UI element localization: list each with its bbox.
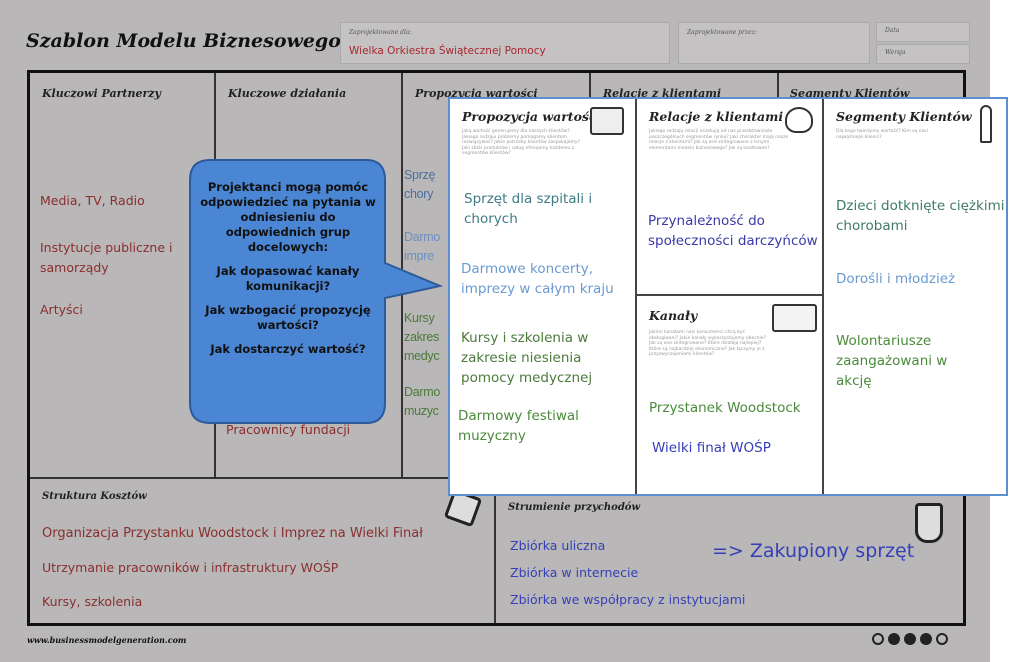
value-item-bg: muzyc — [404, 404, 439, 418]
callout-line: Projektanci mogą pomóc odpowiedzieć na p… — [200, 180, 376, 254]
designed-by-box: Zaprojektowane przez: — [678, 22, 870, 64]
designed-by-label: Zaprojektowane przez: — [687, 29, 757, 36]
value-item-bg: Sprzę — [404, 168, 436, 182]
revenue-result: => Zakupiony sprzęt — [712, 540, 915, 562]
segments-title-bg: Segmenty Klientów — [790, 87, 910, 100]
value-item-bg: Kursy — [404, 311, 435, 325]
relation-item: Przynależność do społeczności darczyńców — [648, 213, 818, 249]
truck-icon — [772, 304, 817, 332]
segments-title: Segmenty Klientów — [836, 109, 972, 124]
value-prop-title: Propozycja wartości — [462, 109, 602, 124]
key-activities-title: Kluczowe działania — [228, 87, 347, 100]
value-prop-title-bg: Propozycja wartości — [415, 87, 538, 100]
version-label: Wersja — [885, 49, 906, 56]
callout-line: Jak dopasować kanały komunikacji? — [216, 264, 360, 293]
relations-title-bg: Relacje z klientami — [603, 87, 722, 100]
customer-segments-block: Segmenty Klientów Dla kogo tworzymy wart… — [824, 99, 1006, 494]
customer-relationships-block: Relacje z klientami Jakiego rodzaju rela… — [637, 99, 822, 296]
partner-item: Media, TV, Radio — [40, 193, 145, 208]
footer-url: www.businessmodelgeneration.com — [27, 635, 187, 645]
zoomed-canvas-panel: Propozycja wartości Jaką wartość generuj… — [448, 97, 1008, 496]
value-item-bg: Darmo — [404, 230, 441, 244]
cost-structure-title: Struktura Kosztów — [42, 491, 147, 502]
callout-line: Jak wzbogacić propozycję wartości? — [205, 303, 371, 332]
money-bag-icon — [915, 503, 943, 543]
revenue-item: Zbiórka uliczna — [510, 538, 606, 553]
relations-title: Relacje z klientami — [649, 109, 784, 124]
value-item: Darmowy festiwal muzyczny — [458, 408, 579, 444]
activity-item: Pracownicy fundacji — [226, 422, 351, 437]
key-partners-title: Kluczowi Partnerzy — [42, 87, 161, 100]
value-item-bg: Darmo — [404, 385, 441, 399]
segment-item: Dorośli i młodzież — [836, 271, 956, 287]
partner-item: Instytucje publiczne i samorządy — [40, 240, 173, 275]
callout-line: Jak dostarczyć wartość? — [210, 342, 366, 356]
value-item: Kursy i szkolenia w zakresie niesienia p… — [461, 330, 593, 386]
date-box: Data — [876, 22, 970, 42]
guide-questions: Jakiego rodzaju relacji oczekują od nas … — [649, 129, 789, 151]
cost-item: Utrzymanie pracowników i infrastruktury … — [42, 560, 339, 575]
guide-questions: Jakimi kanałami nasi konsumenci chcą być… — [649, 330, 766, 357]
guide-questions: Dla kogo tworzymy wartość? Kim są nasi n… — [836, 129, 928, 140]
page-title: Szablon Modelu Biznesowego — [26, 30, 341, 52]
value-item: Darmowe koncerty, imprezy w całym kraju — [461, 261, 614, 297]
designed-for-value: Wielka Orkiestra Świątecznej Pomocy — [349, 45, 546, 57]
channel-item: Wielki finał WOŚP — [652, 440, 771, 456]
callout-text: Projektanci mogą pomóc odpowiedzieć na p… — [198, 180, 378, 366]
designed-for-box: Zaprojektowane dla: Wielka Orkiestra Świ… — [340, 22, 670, 64]
middle-column: Relacje z klientami Jakiego rodzaju rela… — [637, 99, 824, 494]
cost-item: Organizacja Przystanku Woodstock i Impre… — [42, 526, 423, 541]
cost-item: Kursy, szkolenia — [42, 594, 143, 609]
revenue-streams-title: Strumienie przychodów — [508, 502, 641, 513]
value-item: Sprzęt dla szpitali i chorych — [464, 191, 593, 227]
revenue-item: Zbiórka w internecie — [510, 565, 639, 580]
date-label: Data — [885, 27, 900, 34]
segment-item: Wolontariusze zaangażowani w akcję — [836, 333, 948, 389]
license-icons — [872, 633, 948, 645]
partner-item: Artyści — [40, 302, 83, 317]
channel-item: Przystanek Woodstock — [649, 400, 801, 416]
channels-block: Kanały Jakimi kanałami nasi konsumenci c… — [637, 298, 822, 494]
value-item-bg: zakres — [404, 330, 440, 344]
value-proposition-block: Propozycja wartości Jaką wartość generuj… — [450, 99, 637, 494]
designed-for-label: Zaprojektowane dla: — [349, 29, 412, 36]
value-item-bg: medyc — [404, 349, 440, 363]
guide-questions: Jaką wartość generujemy dla naszych klie… — [462, 129, 580, 156]
gift-icon — [590, 107, 624, 135]
value-item-bg: chory — [404, 187, 434, 201]
person-icon — [980, 105, 992, 143]
version-box: Wersja — [876, 44, 970, 64]
value-item-bg: impre — [404, 249, 434, 263]
callout-bubble — [189, 159, 444, 424]
segment-item: Dzieci dotknięte ciężkimi chorobami — [836, 198, 1005, 234]
heart-icon — [785, 107, 813, 133]
channels-title: Kanały — [649, 308, 698, 323]
revenue-item: Zbiórka we współpracy z instytucjami — [510, 592, 746, 607]
